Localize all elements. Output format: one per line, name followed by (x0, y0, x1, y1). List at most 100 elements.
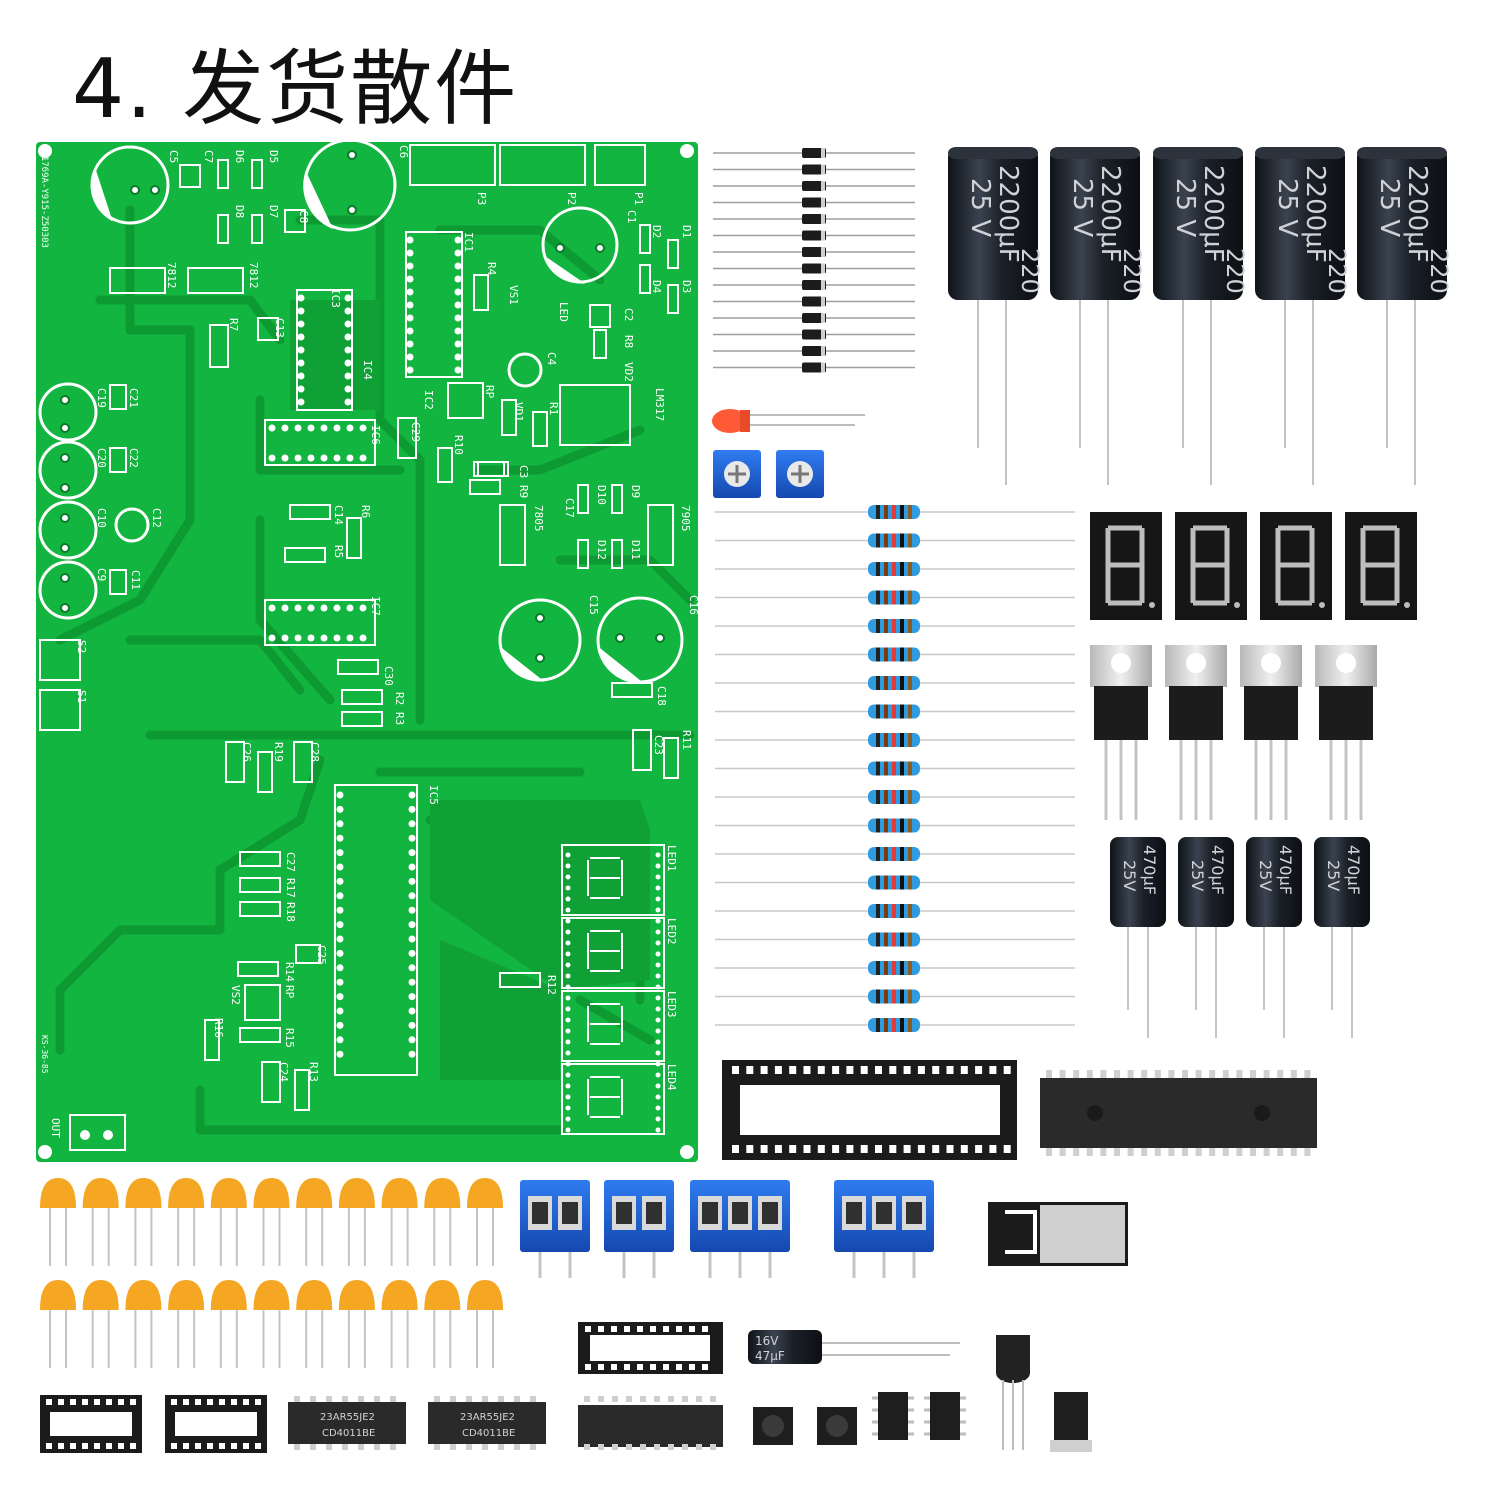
diode (713, 214, 915, 224)
tiny-electrolytic-capacitor: 16V 47μF (748, 1330, 960, 1364)
pcb-label: R14 (283, 962, 296, 982)
pcb-label: R3 (393, 712, 406, 725)
small-cap-value: 470μF (1344, 845, 1363, 895)
resistor (715, 505, 1075, 519)
seven-segment-display (1345, 512, 1417, 620)
pcb-label: D7 (267, 205, 280, 218)
pcb-label: 7812 (247, 262, 260, 289)
pcb-label: 7812 (165, 262, 178, 289)
sop8-chip (924, 1392, 966, 1440)
pcb-label: LED1 (665, 845, 678, 872)
ic-sockets-16pin (40, 1395, 267, 1453)
tiny-cap-voltage: 16V (755, 1334, 779, 1348)
ceramic-capacitor (40, 1178, 76, 1266)
pcb-label: R17 (284, 878, 297, 898)
ceramic-capacitor (296, 1280, 333, 1368)
to220-regulator (1240, 645, 1302, 820)
microcontroller-chip (1040, 1070, 1317, 1156)
pcb-label: C1 (625, 210, 638, 223)
resistor (715, 533, 1075, 548)
diode-strip (713, 148, 915, 373)
diode (713, 362, 915, 373)
diode (713, 181, 915, 191)
resistor (715, 676, 1075, 690)
pcb-label: R16 (212, 1018, 225, 1038)
pcb-label: C30 (382, 666, 395, 686)
ceramic-capacitor (40, 1280, 76, 1368)
pcb-label: IC1 (462, 232, 475, 252)
diode (713, 329, 915, 340)
pcb-label: VD2 (622, 362, 635, 382)
pcb-label: IC7 (369, 596, 382, 616)
pcb-label: C25 (315, 945, 328, 965)
diode (713, 313, 915, 323)
ceramic-capacitor (296, 1178, 333, 1266)
pcb-label: C11 (129, 570, 142, 590)
pcb-label: P2 (565, 192, 578, 205)
seven-segment-display (1175, 512, 1247, 620)
resistor (715, 733, 1075, 747)
large-cap-value: 2200μF (1402, 165, 1432, 263)
pcb-label: IC3 (329, 288, 342, 308)
pcb-label: C23 (652, 735, 665, 755)
pcb-label: C7 (202, 150, 215, 163)
large-cap-side-mark: 220 (1016, 248, 1044, 294)
pcb-label: C10 (95, 508, 108, 528)
chip1-marking: 23AR55JE2 (320, 1412, 375, 1423)
pcb-label: C18 (655, 686, 668, 706)
resistor (715, 989, 1075, 1004)
small-cap-voltage: 25V (1188, 860, 1207, 891)
pcb-label: D3 (680, 280, 693, 293)
pcb-label: C16 (687, 595, 700, 615)
pcb-label: 7905 (679, 505, 692, 532)
large-cap-voltage: 25 V (965, 178, 995, 237)
pcb-label: C6 (397, 145, 410, 158)
small-cap-voltage: 25V (1256, 860, 1275, 891)
chip2-marking: 23AR55JE2 (460, 1412, 515, 1423)
to220-regulator (1165, 645, 1227, 820)
ceramic-capacitor (338, 1280, 375, 1368)
resistor (715, 818, 1075, 833)
ceramic-capacitor (125, 1280, 162, 1368)
diode (713, 230, 915, 241)
ic-socket-20pin (578, 1322, 723, 1374)
resistor (715, 647, 1075, 662)
pcb-label: R11 (680, 730, 693, 750)
small-cap-voltage: 25V (1324, 860, 1343, 891)
diode (713, 148, 915, 158)
pcb-label: R12 (545, 975, 558, 995)
pcb-label: C29 (409, 422, 422, 442)
tactile-switch (753, 1407, 793, 1445)
ceramic-capacitors (40, 1178, 503, 1368)
large-cap-voltage: 25 V (1067, 178, 1097, 237)
pcb-label: R7 (227, 318, 240, 331)
ic-socket-16pin (165, 1395, 267, 1453)
diode (713, 296, 915, 307)
pcb-label: R18 (284, 902, 297, 922)
diode (713, 197, 915, 208)
sop8-chip (872, 1392, 914, 1440)
pcb-label: R6 (359, 505, 372, 518)
small-cap-voltage: 25V (1120, 860, 1139, 891)
pcb-label: D12 (595, 540, 608, 560)
diode (713, 247, 915, 257)
small-cap-value: 470μF (1276, 845, 1295, 895)
pcb-ic-pins (268, 236, 661, 1133)
ceramic-capacitor (82, 1280, 119, 1368)
pcb-label: D11 (629, 540, 642, 560)
resistor (715, 904, 1075, 918)
resistor (715, 932, 1075, 947)
to92-transistor (996, 1335, 1030, 1450)
pcb-label: IC2 (422, 390, 435, 410)
pcb-small-parts (39, 159, 679, 1111)
pcb-label: VS2 (229, 985, 242, 1005)
seven-segment-display (1090, 512, 1162, 620)
small-cap-value: 470μF (1140, 845, 1159, 895)
seven-segment-displays (1090, 512, 1417, 620)
resistor (715, 761, 1075, 776)
pcb-led-footprints (561, 844, 665, 1135)
resistor (715, 875, 1075, 890)
dip-chip-2: 23AR55JE2 CD4011BE (428, 1402, 546, 1444)
